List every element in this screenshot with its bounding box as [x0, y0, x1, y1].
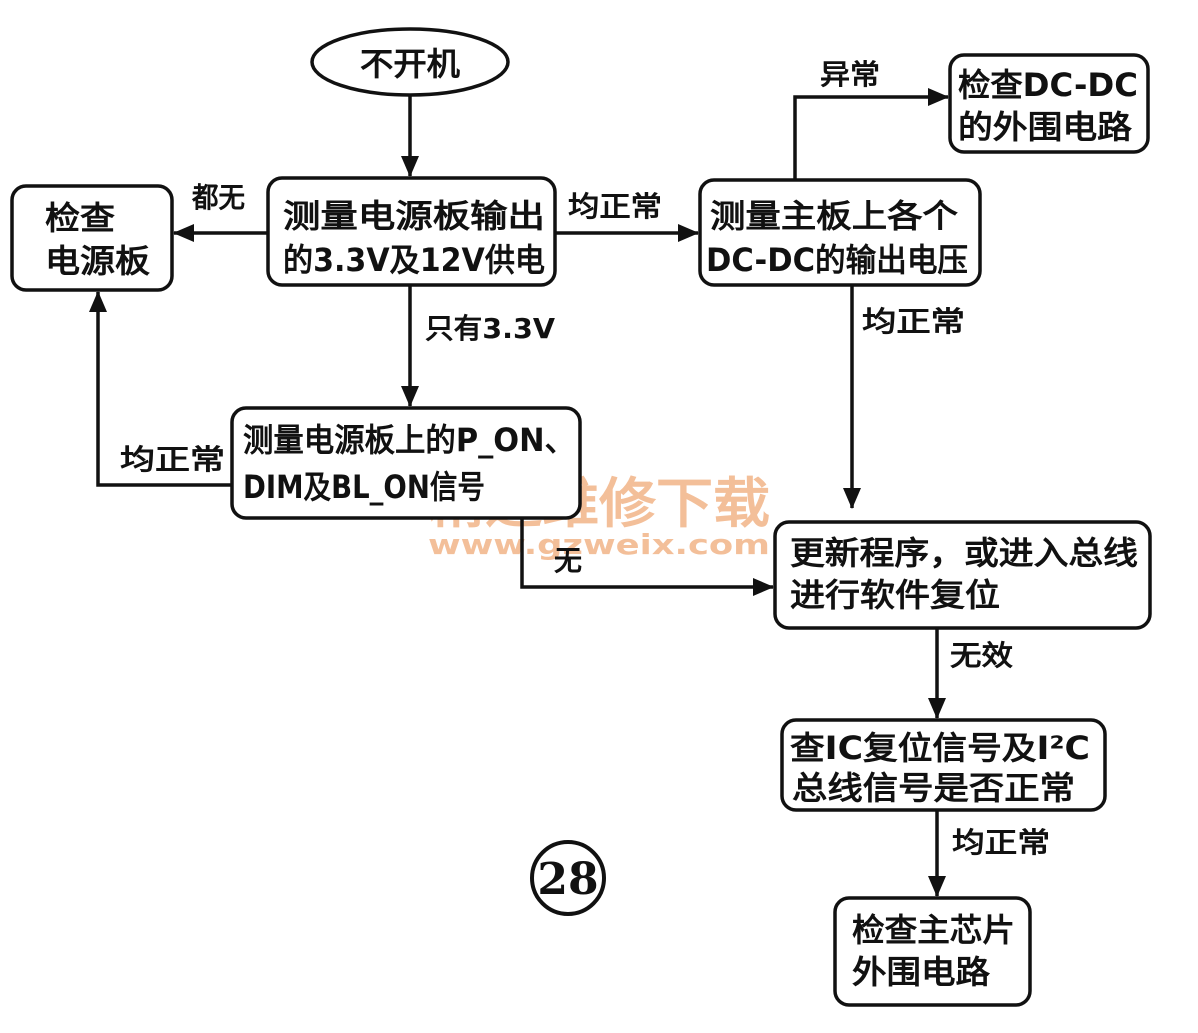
node-measure-psu-output: 测量电源板输出 的3.3V及12V供电 — [266, 176, 557, 287]
edge-label-psu-to-signals: 只有3.3V — [425, 312, 555, 345]
node-update-program-line2: 进行软件复位 — [790, 576, 1000, 614]
start-label: 不开机 — [360, 45, 460, 83]
node-measure-dcdc-line2: DC-DC的输出电压 — [706, 241, 968, 279]
node-check-dcdc-periphery-line2: 的外围电路 — [958, 108, 1133, 146]
node-check-psu-line2: 电源板 — [45, 242, 150, 280]
node-measure-psu-output-line1: 测量电源板输出 — [283, 197, 545, 235]
node-check-dcdc-periphery-line1: 检查DC-DC — [958, 66, 1138, 104]
node-check-main-chip-line2: 外围电路 — [852, 953, 991, 991]
node-measure-dcdc-box — [698, 178, 982, 287]
node-check-dcdc-periphery: 检查DC-DC 的外围电路 — [948, 53, 1150, 154]
edge-label-dcdc-to-update: 均正常 — [862, 305, 965, 338]
start-node: 不开机 — [310, 27, 510, 97]
edge-label-update-to-reset-check: 无效 — [950, 639, 1013, 672]
watermark: 精通维修下载 www.gzweix.com — [428, 472, 770, 561]
edge-label-dcdc-to-periphery: 异常 — [820, 58, 880, 91]
node-measure-dcdc: 测量主板上各个 DC-DC的输出电压 — [698, 178, 982, 287]
node-measure-signals-line2: DIM及BL_ON信号 — [243, 468, 485, 506]
node-measure-signals-box — [230, 406, 582, 520]
page-number-circle — [530, 840, 606, 916]
edge-label-signals-to-update: 无 — [554, 544, 582, 577]
node-check-dcdc-periphery-box — [948, 53, 1150, 154]
node-check-main-chip: 检查主芯片 外围电路 — [833, 896, 1032, 1007]
node-measure-psu-output-line2: 的3.3V及12V供电 — [283, 241, 545, 279]
edge-signals-to-check-psu — [89, 291, 232, 487]
node-update-program-line1: 更新程序，或进入总线 — [790, 534, 1138, 572]
node-update-program-box — [773, 520, 1152, 630]
node-check-reset-i2c: 查IC复位信号及I²C 总线信号是否正常 — [780, 718, 1107, 812]
node-check-reset-i2c-line2: 总线信号是否正常 — [792, 769, 1075, 807]
node-check-psu-line1: 检查 — [45, 199, 115, 237]
edge-label-signals-to-check-psu: 均正常 — [120, 443, 225, 476]
edge-signals-to-update — [520, 518, 774, 596]
edge-dcdc-to-periphery — [793, 88, 949, 180]
node-measure-signals: 测量电源板上的P_ON、 DIM及BL_ON信号 — [230, 406, 582, 520]
page-number: 28 — [537, 854, 598, 905]
watermark-url: www.gzweix.com — [428, 528, 770, 561]
edge-label-reset-check-to-main-chip: 均正常 — [952, 826, 1050, 859]
node-check-main-chip-box — [833, 896, 1032, 1007]
edge-label-psu-to-check-psu: 都无 — [191, 181, 245, 214]
node-measure-dcdc-line1: 测量主板上各个 — [710, 197, 958, 235]
page-number-badge: 28 — [530, 840, 606, 916]
node-check-psu-box — [10, 184, 174, 292]
node-update-program: 更新程序，或进入总线 进行软件复位 — [773, 520, 1152, 630]
node-check-reset-i2c-line1: 查IC复位信号及I²C — [790, 729, 1090, 767]
node-measure-signals-line1: 测量电源板上的P_ON、 — [243, 421, 575, 459]
node-check-psu: 检查 电源板 — [10, 184, 174, 292]
node-check-main-chip-line1: 检查主芯片 — [852, 911, 1015, 949]
edge-label-psu-to-dcdc: 均正常 — [568, 190, 662, 223]
node-check-reset-i2c-box — [780, 718, 1107, 812]
